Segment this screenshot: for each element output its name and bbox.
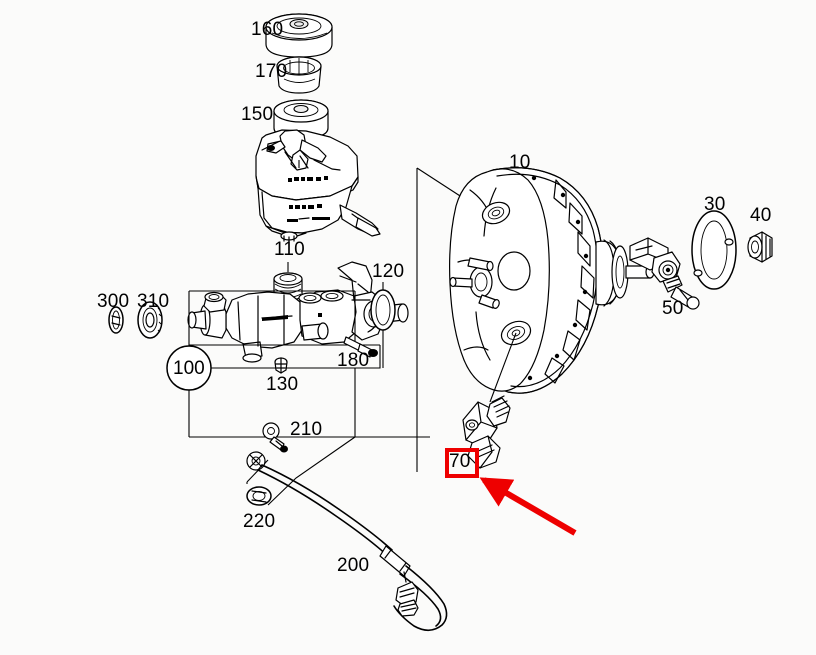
- label-150: 150: [241, 104, 274, 125]
- part-210-banjo-bolt: [262, 422, 288, 453]
- label-210: 210: [290, 419, 323, 440]
- assembly-bracket-100: [166, 290, 430, 438]
- label-160: 160: [251, 19, 284, 40]
- part-50-bolt: [662, 275, 700, 310]
- label-300: 300: [97, 291, 130, 312]
- label-70: 70: [449, 451, 471, 472]
- part-300-seal-ring: [108, 306, 124, 334]
- label-10: 10: [509, 152, 531, 173]
- part-70-pressure-sensor: [462, 395, 511, 469]
- part-40-nut: [747, 231, 773, 263]
- part-310-seal-ring: [137, 301, 163, 339]
- label-40: 40: [750, 205, 772, 226]
- part-120-o-ring: [370, 289, 396, 331]
- label-170: 170: [255, 61, 288, 82]
- label-180: 180: [337, 350, 370, 371]
- part-180-pin: [343, 336, 378, 358]
- part-30-gasket-ring: [691, 210, 737, 290]
- part-100-master-cylinder: [187, 261, 409, 363]
- part-10-brake-booster: [449, 167, 655, 394]
- label-110: 110: [274, 239, 305, 260]
- part-130-fitting: [274, 357, 288, 374]
- highlight-arrow: [479, 477, 577, 536]
- label-120: 120: [372, 261, 405, 282]
- label-220: 220: [243, 511, 276, 532]
- part-170-filler-neck: [276, 56, 322, 94]
- label-100: 100: [173, 358, 205, 379]
- label-130: 130: [266, 374, 299, 395]
- label-310: 310: [137, 291, 170, 312]
- label-200: 200: [337, 555, 370, 576]
- label-50: 50: [662, 298, 684, 319]
- highlight-box-70: 70: [445, 448, 479, 478]
- part-200-hose-line: [246, 451, 448, 632]
- label-30: 30: [704, 194, 726, 215]
- part-220-washer: [246, 486, 272, 506]
- part-150-fluid-reservoir: [255, 99, 381, 243]
